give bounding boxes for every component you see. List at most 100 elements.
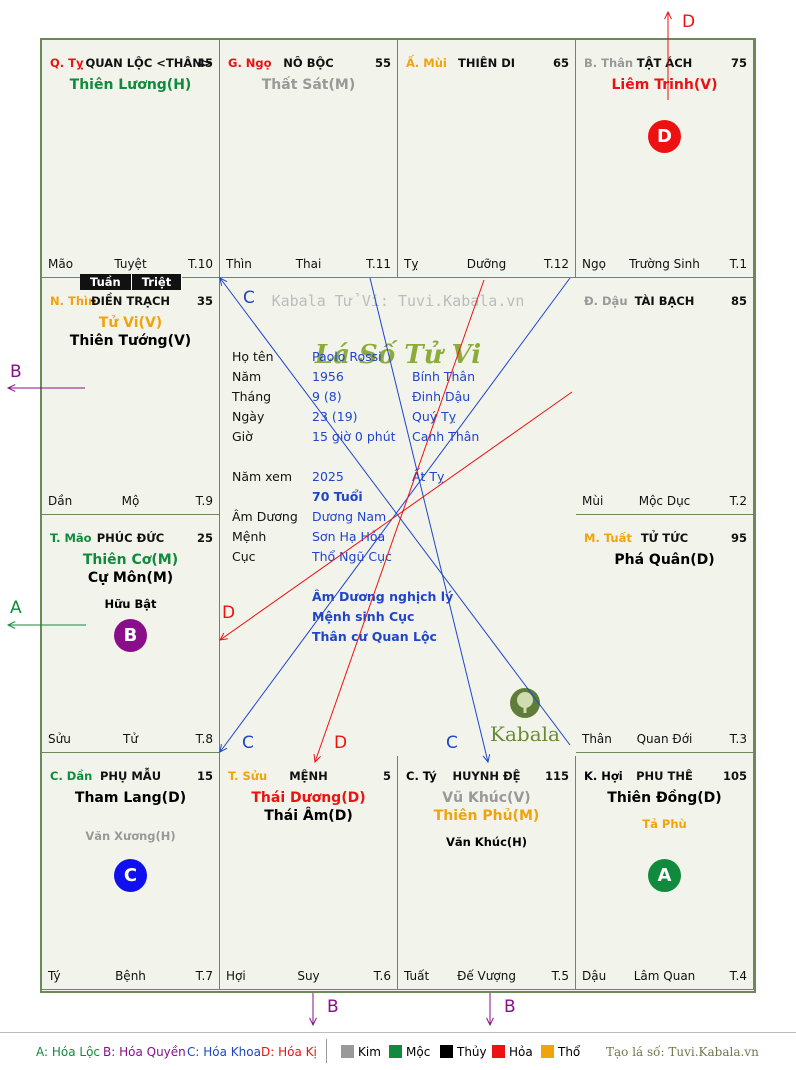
palace-branch: Thìn: [226, 256, 252, 271]
arrow-head: [309, 1017, 317, 1027]
palace-branch: Hợi: [226, 969, 246, 983]
legend-hoa: Hỏa: [492, 1045, 533, 1059]
arrow-label-b: B: [327, 997, 339, 1017]
palace-branch: Tỵ: [404, 256, 419, 271]
palace-name: PHU THÊ: [636, 768, 693, 783]
palace-position: B. Thân: [584, 56, 634, 70]
am-duong-label: Âm Dương: [232, 509, 298, 524]
arrow-head: [219, 744, 228, 753]
transformation-marker-c: C: [114, 858, 147, 892]
major-star: Thái Âm(D): [264, 807, 353, 824]
legend: A: Hóa Lộc B: Hóa Quyền C: Hóa Khoa D: H…: [0, 1032, 796, 1070]
palace-stage: Bệnh: [115, 969, 146, 983]
chart-note: Thân cư Quan Lộc: [312, 629, 437, 644]
palace-number: 115: [544, 768, 569, 783]
palace-number: 75: [730, 56, 747, 70]
thang-value: 9 (8): [312, 389, 342, 404]
palace-number: 105: [722, 768, 747, 783]
gio-value: 15 giờ 0 phút: [312, 429, 396, 444]
palace-stage: Suy: [297, 969, 320, 983]
palace-number: 65: [552, 56, 569, 70]
palace-month: T.11: [366, 256, 391, 271]
legend-hoa-quyen: B: Hóa Quyền: [103, 1045, 186, 1059]
palace-stage: Mộc Dục: [638, 494, 691, 508]
palace-position: T. Mão: [50, 531, 92, 545]
watermark: Kabala Tử Vi: Tuvi.Kabala.vn: [271, 292, 525, 310]
palace-branch: Mão: [48, 256, 74, 271]
gio-label: Giờ: [232, 429, 253, 444]
kabala-text: Kabala: [490, 722, 560, 746]
arrow-label-d: D: [682, 12, 696, 32]
palace-position: Ấ. Mùi: [406, 56, 447, 70]
line-c: [369, 277, 489, 763]
nam-can-chi: Bính Thân: [412, 369, 476, 384]
arrow-label-c: C: [242, 733, 254, 753]
palace-stage: Tử: [123, 731, 138, 746]
palace-position: Q. Tỵ: [50, 56, 84, 70]
palace-branch: Thân: [582, 731, 612, 746]
palace-stage: Đế Vượng: [457, 969, 516, 983]
arrow-head: [664, 10, 672, 20]
major-star: Tham Lang(D): [74, 789, 187, 806]
star-list: Vũ Khúc(V)Thiên Phủ(M)Văn Khúc(H): [398, 789, 575, 849]
ho-ten-label: Họ tên: [232, 349, 274, 364]
palace-name: TỬ TỨC: [640, 531, 689, 545]
minor-star: Văn Xương(H): [85, 828, 176, 843]
palace-name: PHÚC ĐỨC: [96, 531, 165, 545]
palace-month: T.5: [551, 969, 569, 983]
arrow-head: [219, 277, 228, 286]
arrow-head: [482, 754, 491, 764]
legend-hoa-khoa: C: Hóa Khoa: [187, 1045, 261, 1059]
arrow-label-a: A: [10, 598, 22, 618]
line-c: [219, 277, 571, 746]
tuan-triet-box: Tuần Triệt: [80, 274, 183, 290]
chart-note: Âm Dương nghịch lý: [312, 589, 454, 604]
arrow-label-b: B: [10, 362, 22, 382]
palace-number: 25: [196, 531, 213, 545]
legend-divider: [326, 1039, 327, 1063]
am-duong-value: Dương Nam: [312, 509, 387, 524]
nam-xem-value: 2025: [312, 469, 344, 484]
ngay-label: Ngày: [232, 409, 265, 424]
palace-number: 55: [374, 56, 391, 70]
palace-position: G. Ngọ: [228, 56, 272, 70]
palace-stage: Trường Sinh: [629, 256, 700, 271]
nam-xem-label: Năm xem: [232, 469, 293, 484]
menh-label: Mệnh: [232, 529, 267, 544]
arrow-label-c: C: [446, 733, 458, 753]
palace-month: T.1: [729, 256, 747, 271]
palace-number: 85: [730, 293, 747, 308]
nam-value: 1956: [312, 369, 344, 384]
palace-month: T.6: [373, 969, 391, 983]
legend-thuy: Thủy: [440, 1045, 487, 1059]
nam-label: Năm: [232, 369, 262, 384]
palace-month: T.8: [195, 731, 213, 746]
arrow-head: [219, 632, 228, 641]
legend-moc: Mộc: [389, 1045, 430, 1059]
kabala-logo: Kabala: [490, 686, 560, 746]
palace-name: NÔ BỘC: [283, 56, 334, 70]
star-list: Thiên Lương(H): [42, 76, 219, 94]
arrow-label-b: B: [504, 997, 516, 1017]
transformation-marker-a: A: [648, 858, 681, 892]
gio-can-chi: Canh Thân: [412, 429, 480, 444]
palace-number: 45: [196, 56, 213, 70]
line-c: [219, 277, 571, 753]
palace-position: M. Tuất: [584, 531, 632, 545]
palace-month: T.7: [195, 969, 213, 983]
palace-name: TÀI BẠCH: [634, 293, 695, 308]
minor-star: Hữu Bật: [104, 597, 157, 611]
arrow-label-c: C: [243, 288, 255, 308]
palace-number: 95: [730, 531, 747, 545]
major-star: Cự Môn(M): [87, 570, 174, 586]
palace-name: HUYNH ĐỆ: [452, 768, 521, 783]
major-star: Phá Quân(D): [614, 552, 715, 568]
palace-position: K. Hợi: [584, 768, 623, 783]
palace-name: TẬT ÁCH: [636, 56, 693, 70]
